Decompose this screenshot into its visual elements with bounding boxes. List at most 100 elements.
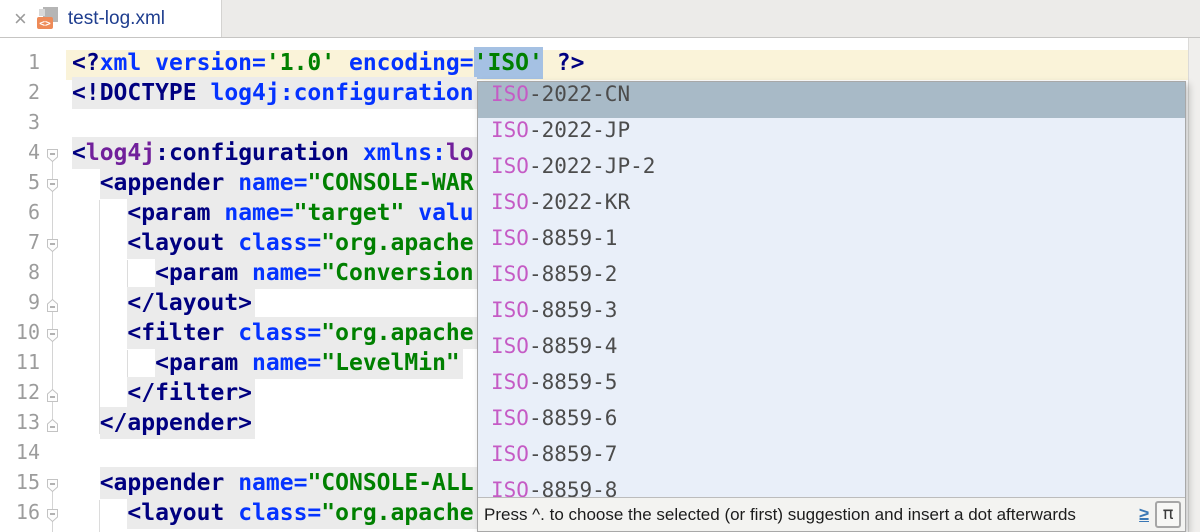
completion-item-ISO-2022-CN[interactable]: ISO-2022-CN xyxy=(478,82,1185,118)
fold-collapse-icon[interactable] xyxy=(46,238,59,253)
code-line-8: <param name="Conversion xyxy=(72,257,477,290)
code-fragment: </appender> xyxy=(99,407,256,439)
code-fragment: <log4j:configuration xmlns:lo xyxy=(72,137,477,169)
code-fragment: </filter> xyxy=(127,377,256,409)
completion-item-ISO-8859-1[interactable]: ISO-8859-1 xyxy=(478,226,1185,262)
line-number-1: 1 xyxy=(27,50,40,74)
line-number-2: 2 xyxy=(27,80,40,104)
line-number-5: 5 xyxy=(27,170,40,194)
line-number-13: 13 xyxy=(15,410,40,434)
code-fragment: <param name="LevelMin" xyxy=(155,347,463,379)
completion-item-ISO-8859-4[interactable]: ISO-8859-4 xyxy=(478,334,1185,370)
completion-item-ISO-8859-3[interactable]: ISO-8859-3 xyxy=(478,298,1185,334)
item-rest: -8859-3 xyxy=(528,298,618,322)
item-rest: -2022-JP xyxy=(528,118,631,142)
code-fragment: <!DOCTYPE log4j:configuration xyxy=(72,77,477,109)
code-line-10: <filter class="org.apache xyxy=(72,317,477,350)
item-rest: -8859-8 xyxy=(528,478,618,497)
code-line-4: <log4j:configuration xmlns:lo xyxy=(72,137,477,170)
completion-item-ISO-8859-7[interactable]: ISO-8859-7 xyxy=(478,442,1185,478)
code-fragment: </layout> xyxy=(127,287,256,319)
line-number-14: 14 xyxy=(15,440,40,464)
code-line-15: <appender name="CONSOLE-ALL xyxy=(72,467,477,500)
line-number-16: 16 xyxy=(15,500,40,524)
indent-guide xyxy=(99,200,100,434)
fold-connector xyxy=(52,158,53,426)
tab-title: test-log.xml xyxy=(67,7,165,29)
match-prefix: ISO xyxy=(491,118,529,142)
fold-collapse-icon[interactable] xyxy=(46,148,59,163)
hint-more-link[interactable]: ≥ xyxy=(1139,504,1149,524)
code-line-7: <layout class="org.apache xyxy=(72,227,477,260)
line-number-15: 15 xyxy=(15,470,40,494)
item-rest: -8859-7 xyxy=(528,442,618,466)
fold-collapse-icon[interactable] xyxy=(46,508,59,523)
match-prefix: ISO xyxy=(491,82,529,106)
fold-end-icon[interactable] xyxy=(46,388,59,403)
code-fragment: <appender name="CONSOLE-ALL xyxy=(99,467,477,499)
match-prefix: ISO xyxy=(491,442,529,466)
code-fragment: <filter class="org.apache xyxy=(127,317,477,349)
code-line-9: </layout> xyxy=(72,287,256,320)
code-line-16: <layout class="org.apache xyxy=(72,497,477,530)
item-rest: -2022-KR xyxy=(528,190,631,214)
hint-text: Press ^. to choose the selected (or firs… xyxy=(484,504,1076,524)
xml-file-icon: <> xyxy=(36,7,60,30)
fold-end-icon[interactable] xyxy=(46,418,59,433)
indent-guide xyxy=(127,350,128,380)
code-line-1: <?xml version='1.0' encoding='ISO' ?> xyxy=(72,47,584,80)
match-prefix: ISO xyxy=(491,478,529,497)
completion-item-ISO-2022-JP-2[interactable]: ISO-2022-JP-2 xyxy=(478,154,1185,190)
code-line-13: </appender> xyxy=(72,407,256,440)
completion-item-ISO-8859-5[interactable]: ISO-8859-5 xyxy=(478,370,1185,406)
fold-collapse-icon[interactable] xyxy=(46,328,59,343)
match-prefix: ISO xyxy=(491,226,529,250)
code-fragment: <param name="target" valu xyxy=(127,197,477,229)
item-rest: -2022-JP-2 xyxy=(528,154,656,178)
match-prefix: ISO xyxy=(491,298,529,322)
match-prefix: ISO xyxy=(491,370,529,394)
caret-row-highlight xyxy=(66,50,1188,80)
code-line-11: <param name="LevelMin" xyxy=(72,347,463,380)
line-number-7: 7 xyxy=(27,230,40,254)
completion-item-ISO-8859-2[interactable]: ISO-8859-2 xyxy=(478,262,1185,298)
completion-item-ISO-8859-6[interactable]: ISO-8859-6 xyxy=(478,406,1185,442)
code-line-12: </filter> xyxy=(72,377,256,410)
completion-item-ISO-8859-8[interactable]: ISO-8859-8 xyxy=(478,478,1185,497)
fold-end-icon[interactable] xyxy=(46,298,59,313)
tab-test-log-xml[interactable]: × <> test-log.xml xyxy=(0,0,222,37)
match-prefix: ISO xyxy=(491,406,529,430)
svg-text:<>: <> xyxy=(39,19,51,30)
line-number-6: 6 xyxy=(27,200,40,224)
close-icon[interactable]: × xyxy=(14,5,27,31)
match-prefix: ISO xyxy=(491,262,529,286)
editor-scrollbar-track[interactable] xyxy=(1188,38,1200,532)
match-prefix: ISO xyxy=(491,154,529,178)
code-fragment: <layout class="org.apache xyxy=(127,227,477,259)
indent-guide xyxy=(127,260,128,290)
line-number-9: 9 xyxy=(27,290,40,314)
line-number-4: 4 xyxy=(27,140,40,164)
item-rest: -8859-6 xyxy=(528,406,618,430)
item-rest: -8859-1 xyxy=(528,226,618,250)
code-line-6: <param name="target" valu xyxy=(72,197,477,230)
fold-collapse-icon[interactable] xyxy=(46,478,59,493)
match-prefix: ISO xyxy=(491,334,529,358)
pi-button[interactable]: π xyxy=(1155,501,1181,528)
match-prefix: ISO xyxy=(491,190,529,214)
indent-guide xyxy=(99,500,100,532)
editor-tab-bar: × <> test-log.xml xyxy=(0,0,1200,38)
completion-item-ISO-2022-JP[interactable]: ISO-2022-JP xyxy=(478,118,1185,154)
item-rest: -8859-4 xyxy=(528,334,618,358)
item-rest: -2022-CN xyxy=(528,82,631,106)
code-line-5: <appender name="CONSOLE-WAR xyxy=(72,167,477,200)
code-area: <?xml version='1.0' encoding='ISO' ?><!D… xyxy=(72,47,1192,532)
line-number-8: 8 xyxy=(27,260,40,284)
fold-collapse-icon[interactable] xyxy=(46,178,59,193)
completion-item-ISO-2022-KR[interactable]: ISO-2022-KR xyxy=(478,190,1185,226)
line-number-12: 12 xyxy=(15,380,40,404)
